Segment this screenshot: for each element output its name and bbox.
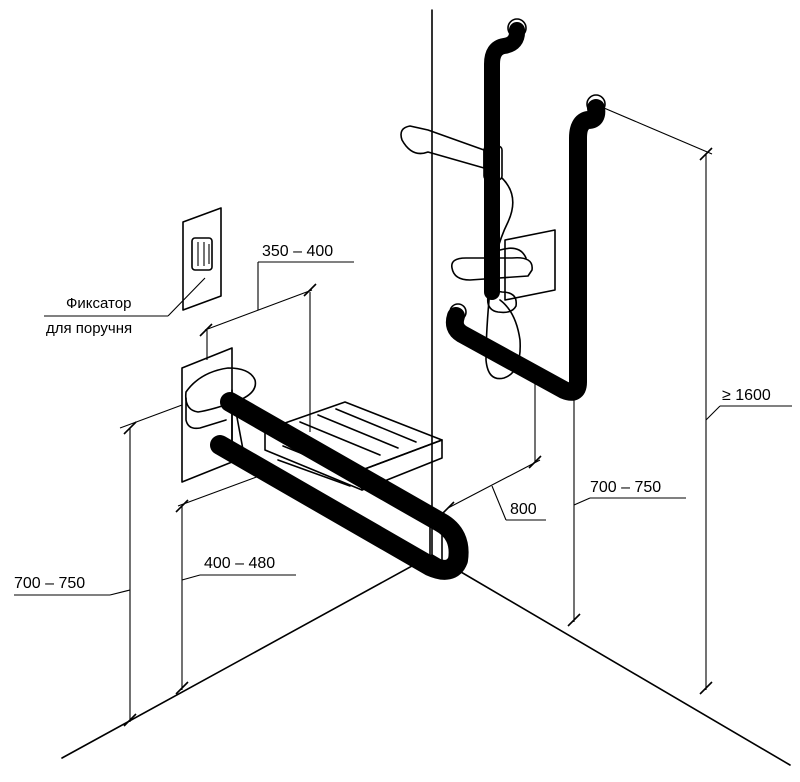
dim-seat-height-text: 400 – 480 xyxy=(204,555,275,572)
dim-rail-height-left-text: 700 – 750 xyxy=(14,575,85,592)
note-line-2: для поручня xyxy=(46,320,132,337)
shower-head xyxy=(400,125,485,169)
lock-note: Фиксатор для поручня xyxy=(44,277,206,337)
dim-distance-text: 800 xyxy=(510,501,537,518)
dim-rail-height-right-text: 700 – 750 xyxy=(590,479,661,496)
dim-vertical-rail-text: ≥ 1600 xyxy=(722,387,771,404)
dim-vertical-rail: ≥ 1600 xyxy=(603,107,792,695)
shower-hose xyxy=(485,177,521,380)
l-shaped-grab-bar xyxy=(445,94,606,401)
floor-left-edge xyxy=(61,554,433,759)
folding-seat xyxy=(264,401,443,491)
room-walls xyxy=(61,9,791,766)
dim-seat-depth-text: 350 – 400 xyxy=(262,243,333,260)
note-line-1: Фиксатор xyxy=(66,295,131,312)
dim-rail-height-right: 700 – 750 xyxy=(567,385,686,627)
dim-rail-height-left: 700 – 750 xyxy=(14,404,183,727)
mixer-tap xyxy=(450,229,556,314)
dim-distance: 800 xyxy=(441,370,546,521)
floor-right-edge xyxy=(431,554,791,766)
folding-grab-bar xyxy=(210,392,469,580)
dim-seat-depth: 350 – 400 xyxy=(199,243,354,432)
shower-riser-rail xyxy=(400,18,527,300)
dim-seat-height: 400 – 480 xyxy=(175,474,296,695)
rail-lock-plate xyxy=(182,207,222,311)
